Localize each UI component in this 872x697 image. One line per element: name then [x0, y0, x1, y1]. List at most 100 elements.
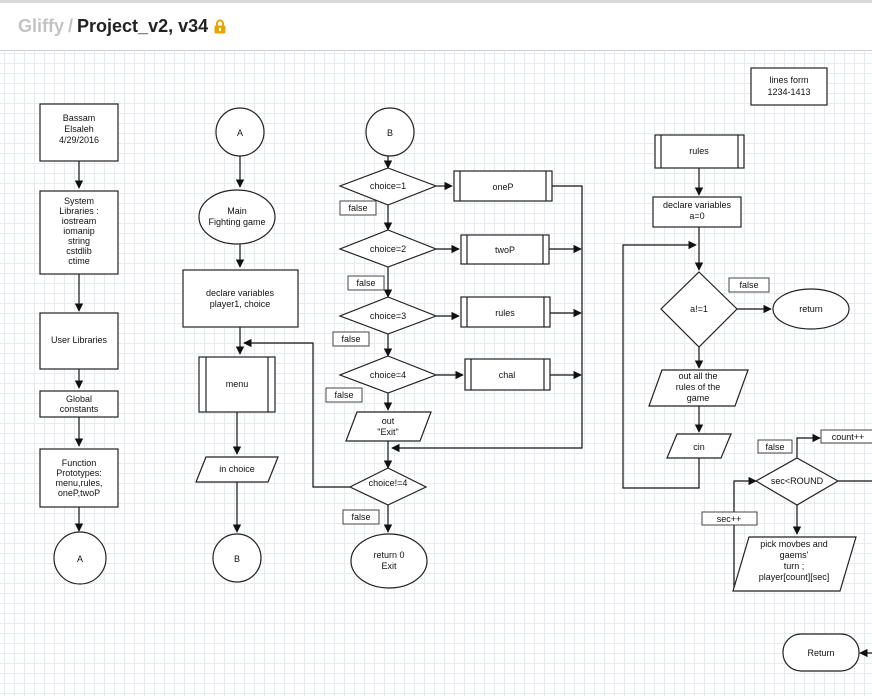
- node-text: out all the: [678, 371, 717, 381]
- node-text: System: [64, 196, 94, 206]
- svg-text:sec++: sec++: [717, 514, 742, 524]
- svg-text:out"Exit": out"Exit": [377, 416, 398, 437]
- node-text: Return: [807, 648, 834, 658]
- svg-text:false: false: [765, 442, 784, 452]
- flowchart-node-user-libraries[interactable]: User Libraries: [39, 312, 119, 370]
- counter-increment-label[interactable]: sec++: [701, 511, 758, 526]
- flowchart-decision-sec-round[interactable]: sec<ROUND: [754, 457, 840, 506]
- flowchart-connector-b-bottom[interactable]: B: [212, 533, 262, 583]
- node-text: return: [799, 304, 823, 314]
- flowchart-decision-choice-loop[interactable]: choice!=4: [348, 467, 428, 506]
- flowchart-connector-b-top[interactable]: B: [365, 107, 415, 157]
- node-text: "Exit": [377, 427, 398, 437]
- node-text: menu: [226, 379, 249, 389]
- node-text: cstdlib: [66, 246, 92, 256]
- flowchart-connector-a-top[interactable]: A: [215, 107, 265, 157]
- svg-text:false: false: [739, 280, 758, 290]
- flowchart-connector-a-bottom[interactable]: A: [53, 531, 107, 585]
- brand-link[interactable]: Gliffy: [18, 16, 65, 36]
- false-label[interactable]: false: [325, 387, 363, 403]
- node-text: Exit: [381, 561, 397, 571]
- node-text: game: [687, 393, 710, 403]
- false-label[interactable]: false: [757, 439, 793, 454]
- false-label[interactable]: false: [728, 277, 770, 293]
- node-text: rules: [495, 308, 515, 318]
- node-text: B: [234, 554, 240, 564]
- node-text: oneP: [492, 182, 513, 192]
- node-text: choice=4: [370, 370, 406, 380]
- false-label[interactable]: false: [339, 200, 377, 216]
- flowchart-decision-choice-3[interactable]: choice=3: [338, 296, 438, 335]
- node-text: in choice: [219, 464, 255, 474]
- lock-icon[interactable]: [214, 18, 226, 39]
- flowchart-node-menu[interactable]: menu: [198, 356, 276, 413]
- flowchart-decision-choice-4[interactable]: choice=4: [338, 355, 438, 394]
- node-text: B: [387, 128, 393, 138]
- node-text: constants: [60, 404, 99, 414]
- flowchart-node-out-exit[interactable]: out"Exit": [345, 411, 432, 442]
- node-text: rules of the: [676, 382, 721, 392]
- node-text: rules: [689, 146, 709, 156]
- node-text: a!=1: [690, 304, 708, 314]
- node-text: iomanip: [63, 226, 95, 236]
- node-text: lines form: [769, 75, 808, 85]
- node-text: Main: [227, 206, 247, 216]
- loop-back-connector: [733, 476, 757, 591]
- node-text: Prototypes:: [56, 468, 102, 478]
- node-text: choice=3: [370, 311, 406, 321]
- node-text: choice=2: [370, 244, 406, 254]
- node-text: Libraries :: [59, 206, 99, 216]
- node-text: out: [382, 416, 395, 426]
- counter-increment-label[interactable]: count++: [820, 429, 872, 444]
- node-text: menu,rules,: [55, 478, 102, 488]
- flowchart-node-return-rules[interactable]: return: [772, 288, 850, 330]
- flowchart-node-rules-call[interactable]: rules: [460, 296, 551, 328]
- flowchart-decision-choice-2[interactable]: choice=2: [338, 229, 438, 268]
- flowchart-decision-a-not-1[interactable]: a!=1: [660, 271, 738, 348]
- node-text: A: [237, 128, 243, 138]
- node-text: A: [77, 554, 83, 564]
- node-text: Fighting game: [208, 217, 265, 227]
- flowchart-node-return-chal[interactable]: Return: [782, 633, 860, 672]
- document-title[interactable]: Project_v2, v34: [77, 16, 209, 36]
- flowchart-node-in-choice[interactable]: in choice: [195, 456, 279, 483]
- flowchart-node-rules-head[interactable]: rules: [654, 134, 745, 169]
- flowchart-node-onep[interactable]: oneP: [453, 170, 553, 202]
- node-text: oneP,twoP: [58, 488, 100, 498]
- node-text: a=0: [689, 211, 704, 221]
- node-text: cin: [693, 442, 705, 452]
- false-label[interactable]: false: [342, 509, 380, 525]
- connectors: [74, 156, 872, 658]
- flowchart-decision-choice-1[interactable]: choice=1: [338, 167, 438, 206]
- flowchart-node-twop[interactable]: twoP: [460, 234, 550, 265]
- svg-text:count++: count++: [832, 432, 865, 442]
- flowchart-node-chal[interactable]: chal: [464, 358, 551, 391]
- node-text: Function: [62, 458, 97, 468]
- loop-back-connector: [622, 240, 700, 489]
- node-text: chal: [499, 370, 516, 380]
- return-bus-connector: [391, 185, 583, 453]
- false-label[interactable]: false: [347, 275, 385, 291]
- svg-text:false: false: [348, 203, 367, 213]
- node-text: player1, choice: [210, 299, 271, 309]
- node-text: declare variables: [206, 288, 275, 298]
- breadcrumb-separator: /: [68, 16, 74, 36]
- flowchart-node-cin[interactable]: cin: [666, 433, 732, 459]
- false-label[interactable]: false: [332, 331, 370, 347]
